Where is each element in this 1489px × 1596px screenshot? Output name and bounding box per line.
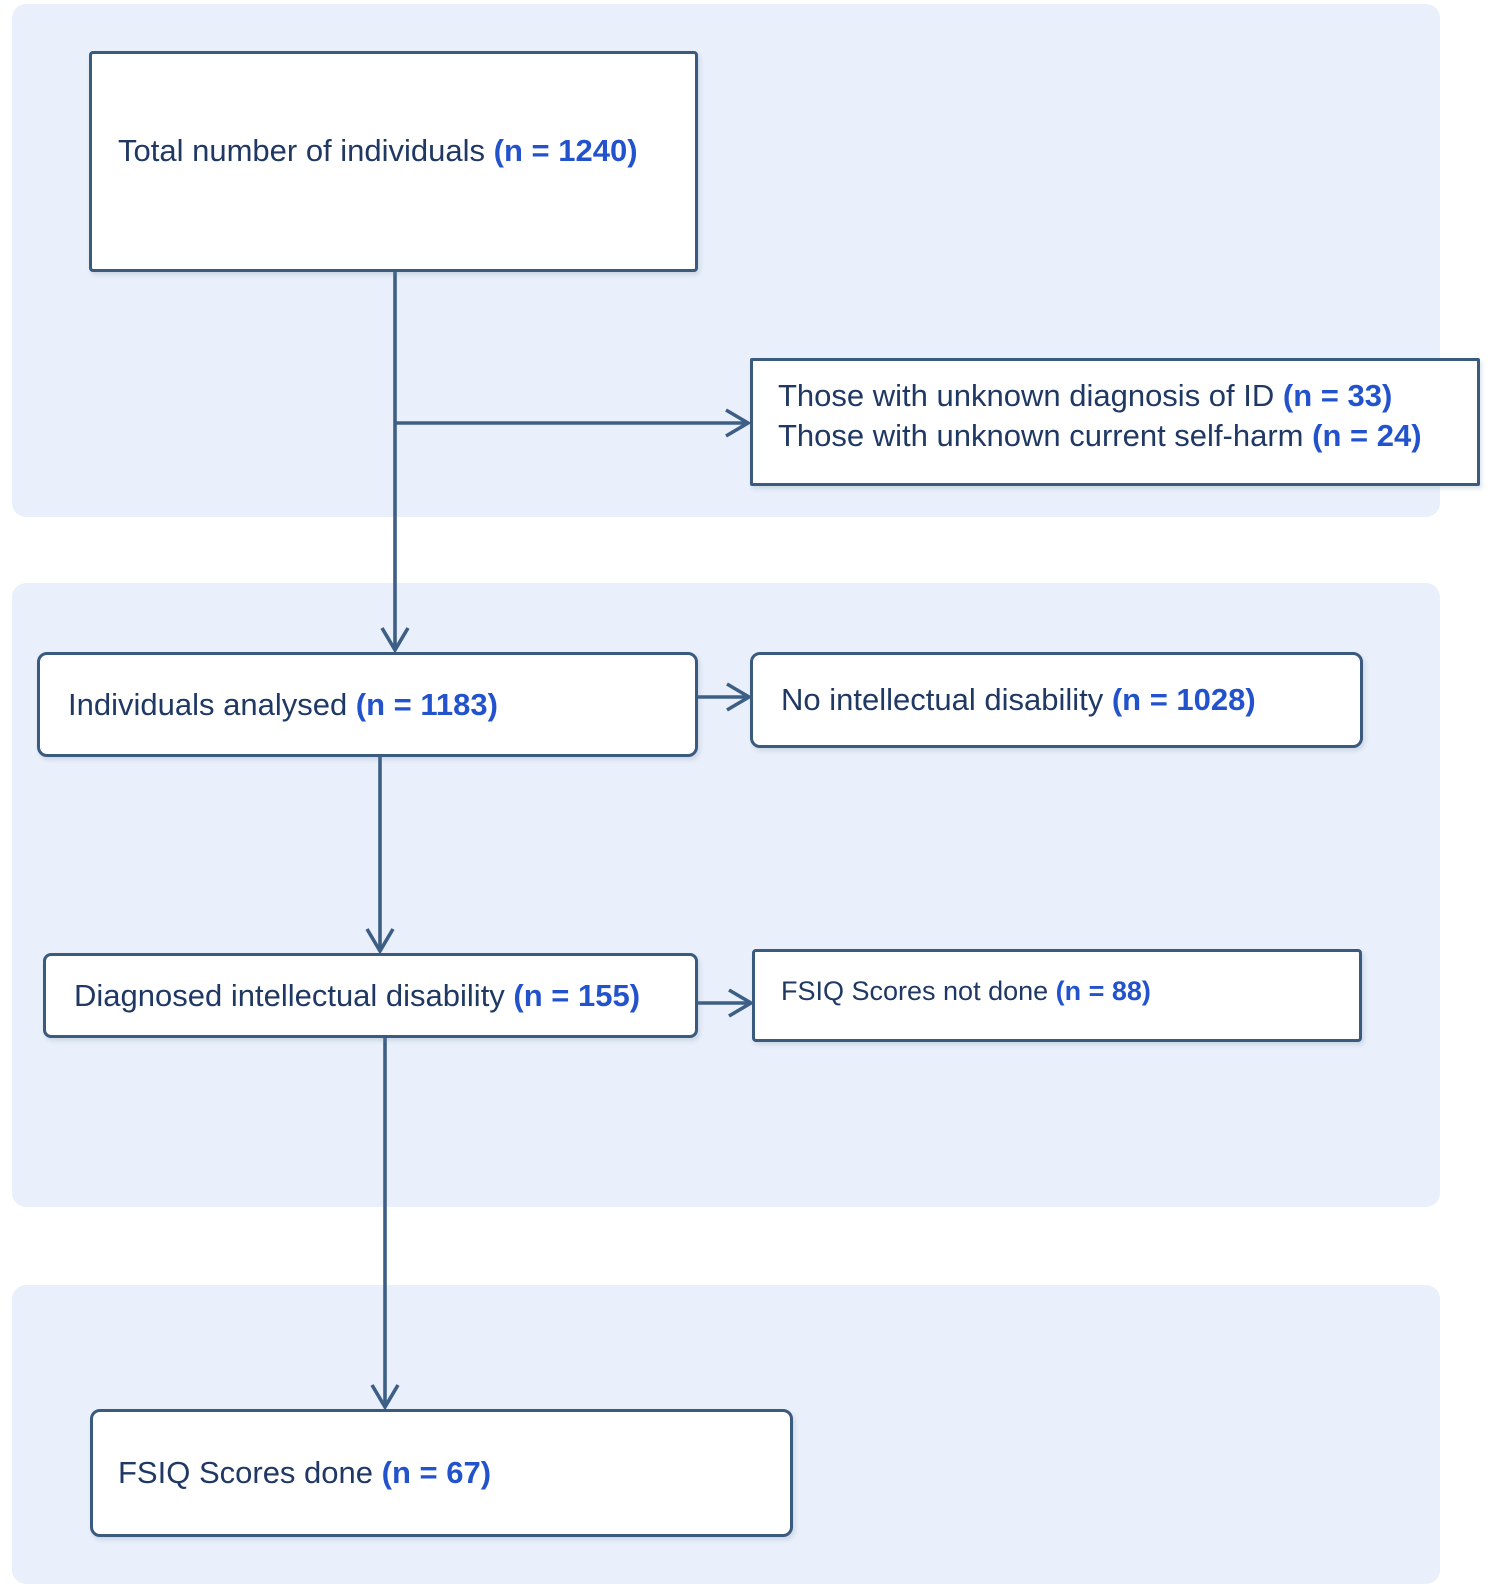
node-excluded-line2-label: Those with unknown current self-harm (778, 418, 1313, 453)
node-excluded-line1: Those with unknown diagnosis of ID (n = … (778, 376, 1422, 416)
node-excluded-line2: Those with unknown current self-harm (n … (778, 416, 1422, 456)
node-analysed-text: Individuals analysed (n = 1183) (68, 686, 498, 724)
node-analysed-label: Individuals analysed (68, 686, 356, 722)
node-total-value: (n = 1240) (493, 133, 638, 168)
node-fsiq-done-text: FSIQ Scores done (n = 67) (118, 1454, 491, 1492)
node-fsiq-not-done-value: (n = 88) (1055, 976, 1151, 1006)
node-no-intellectual-disability: No intellectual disability (n = 1028) (750, 652, 1363, 748)
node-analysed-value: (n = 1183) (355, 686, 498, 722)
node-excluded-line2-value: (n = 24) (1312, 418, 1422, 453)
node-fsiq-scores-done: FSIQ Scores done (n = 67) (90, 1409, 793, 1537)
node-total-label: Total number of individuals (118, 133, 494, 168)
node-total-text: Total number of individuals (n = 1240) (118, 132, 638, 170)
node-fsiq-done-value: (n = 67) (381, 1455, 492, 1490)
node-diagnosed-label: Diagnosed intellectual disability (74, 977, 514, 1013)
node-no-id-label: No intellectual disability (781, 682, 1112, 717)
node-diagnosed-intellectual-disability: Diagnosed intellectual disability (n = 1… (43, 953, 698, 1038)
node-individuals-analysed: Individuals analysed (n = 1183) (37, 652, 698, 757)
node-excluded-text: Those with unknown diagnosis of ID (n = … (778, 376, 1422, 456)
node-fsiq-done-label: FSIQ Scores done (118, 1455, 382, 1490)
node-total-individuals: Total number of individuals (n = 1240) (89, 51, 698, 272)
node-no-id-text: No intellectual disability (n = 1028) (781, 681, 1256, 719)
node-excluded: Those with unknown diagnosis of ID (n = … (750, 358, 1480, 486)
node-fsiq-scores-not-done: FSIQ Scores not done (n = 88) (752, 949, 1362, 1042)
node-diagnosed-value: (n = 155) (513, 977, 641, 1013)
node-diagnosed-text: Diagnosed intellectual disability (n = 1… (74, 977, 640, 1015)
node-excluded-line1-label: Those with unknown diagnosis of ID (778, 378, 1283, 413)
node-fsiq-not-done-text: FSIQ Scores not done (n = 88) (781, 972, 1151, 1010)
node-excluded-line1-value: (n = 33) (1282, 378, 1393, 413)
node-fsiq-not-done-label: FSIQ Scores not done (781, 976, 1056, 1006)
node-no-id-value: (n = 1028) (1111, 682, 1256, 717)
